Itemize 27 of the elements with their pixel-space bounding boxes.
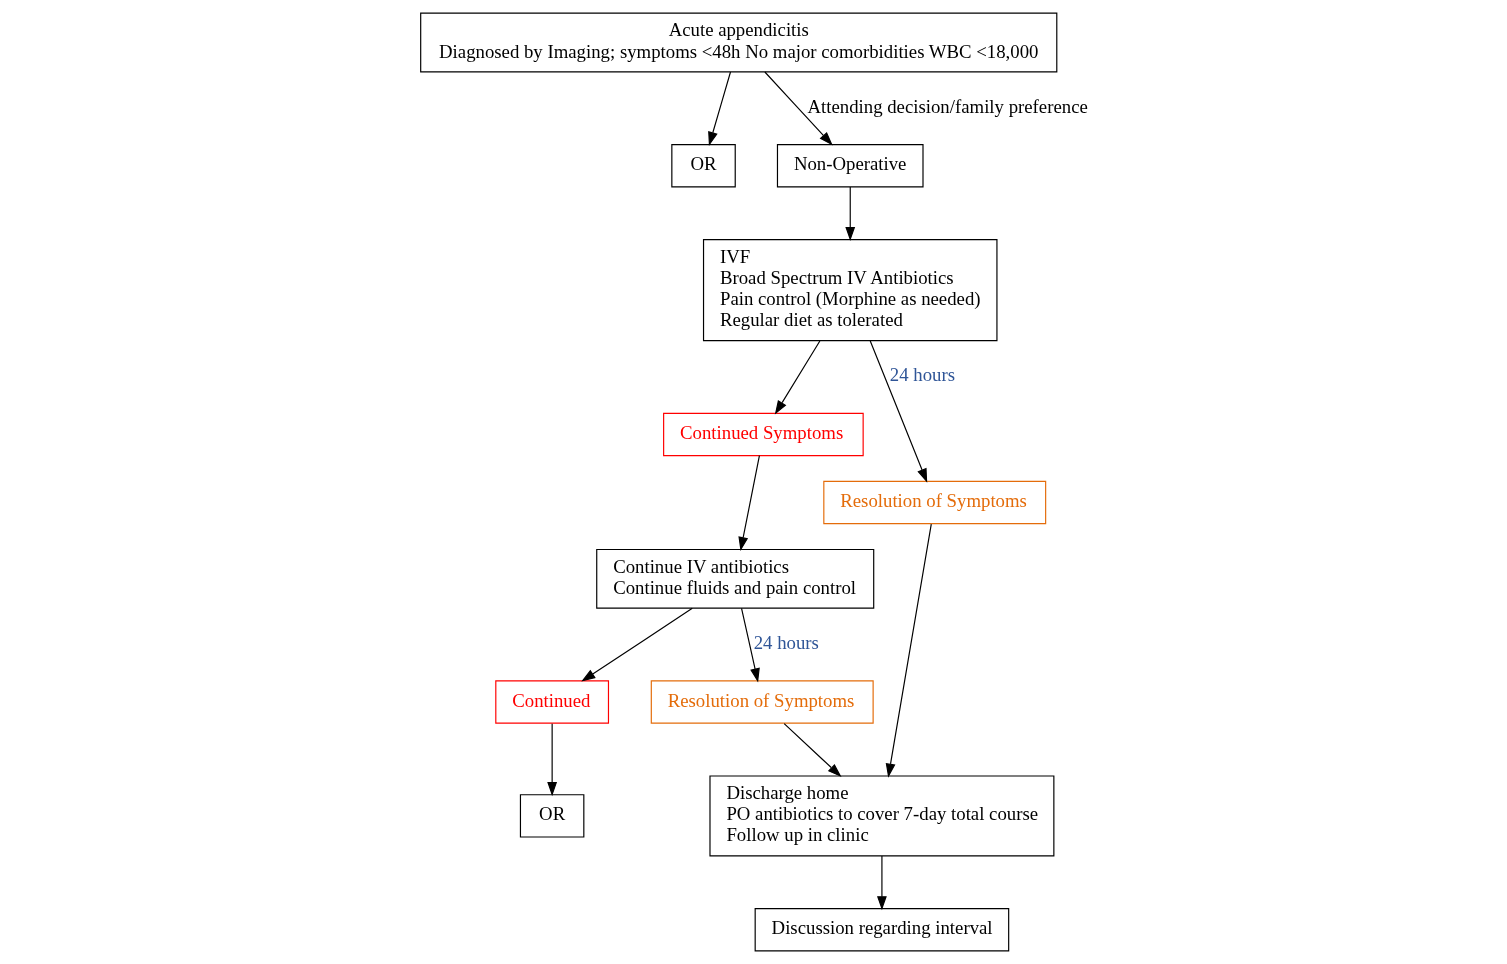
arrow <box>876 855 887 911</box>
node-box: OR <box>519 794 584 838</box>
edge-label: 24 hours <box>753 632 819 653</box>
edge-label: Attending decision/family preference <box>806 95 1088 117</box>
arrow <box>869 340 927 483</box>
node-box: Resolution of Symptoms <box>822 480 1046 525</box>
arrow <box>774 340 820 415</box>
node-box: Discharge home PO antibiotics to cover 7-day total course Follow up in clinic <box>708 775 1054 857</box>
arrow <box>737 455 760 552</box>
arrow <box>885 523 932 778</box>
arrow <box>844 186 855 242</box>
node-box: Continued Symptoms <box>662 412 864 457</box>
node-box: OR <box>670 144 736 188</box>
node-box: Continued <box>494 680 609 724</box>
arrow <box>783 723 842 778</box>
node-box: Acute appendicitis Diagnosed by Imaging; symptoms <48h No major comorbidities WBC <18,000 <box>419 12 1057 73</box>
node-box: Discussion regarding interval <box>754 908 1009 952</box>
arrow <box>740 607 760 683</box>
arrow <box>580 607 693 682</box>
edge-label: 24 hours <box>889 364 955 386</box>
arrow <box>707 71 731 146</box>
arrow <box>546 723 557 797</box>
node-box: IVF Broad Spectrum IV Antibiotics Pain control (Morphine as needed) Regular diet as tolerated <box>702 239 998 342</box>
node-box: Continue IV antibiotics Continue fluids and pain control <box>595 548 874 609</box>
node-box: Resolution of Symptoms <box>650 680 874 724</box>
node-box: Non-Operative <box>776 144 924 188</box>
arrow <box>763 71 833 146</box>
